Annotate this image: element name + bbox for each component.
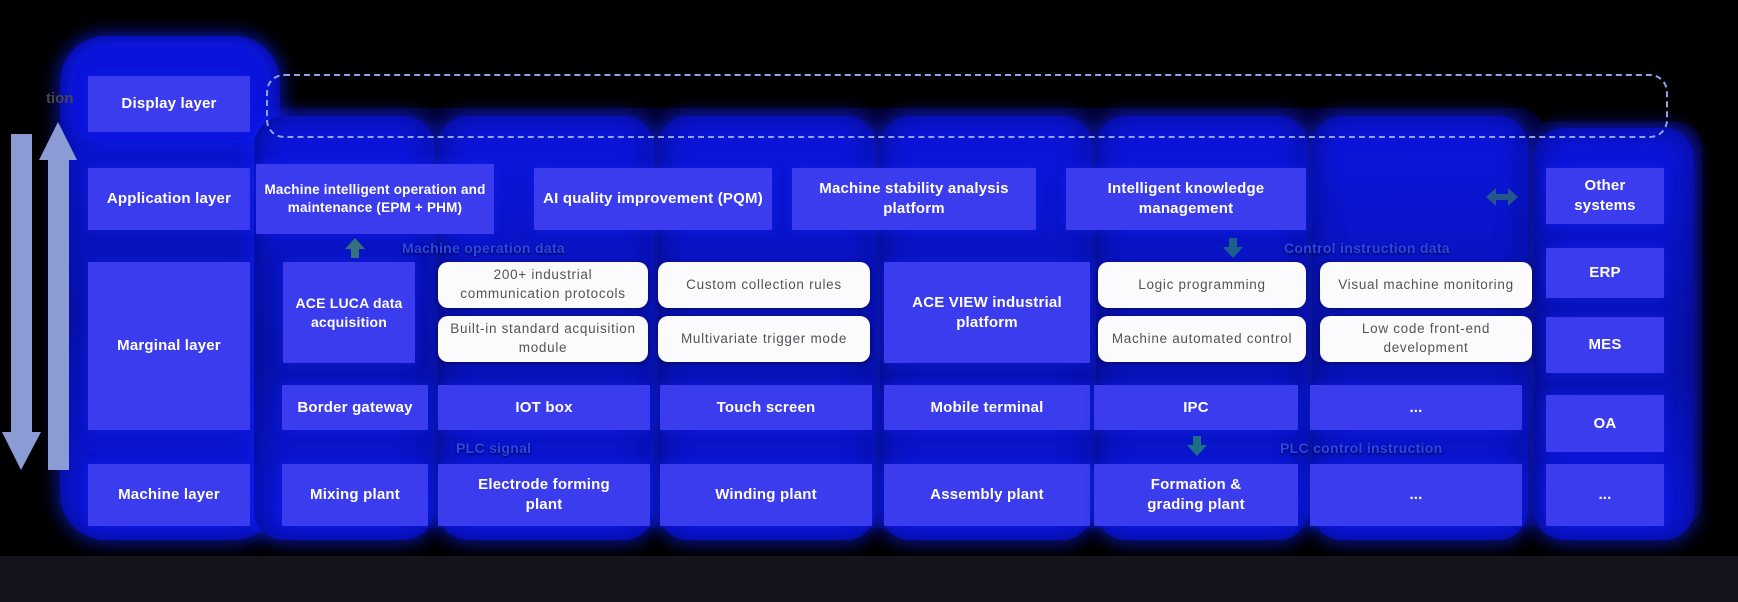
device-ellipsis: ... [1310, 385, 1522, 430]
machine-formation-grading-plant: Formation & grading plant [1094, 464, 1298, 526]
device-ipc: IPC [1094, 385, 1298, 430]
device-iot-box: IOT box [438, 385, 650, 430]
other-systems-block: Other systems [1546, 168, 1664, 224]
layer-block-display: Display layer [88, 76, 250, 132]
machine-mixing-plant: Mixing plant [282, 464, 428, 526]
display-band-dashed-box [266, 74, 1668, 138]
layer-block-application: Application layer [88, 168, 250, 230]
layer-block-machine: Machine layer [88, 464, 250, 526]
machine-winding-plant: Winding plant [660, 464, 872, 526]
ace-view-block: ACE VIEW industrial platform [884, 262, 1090, 363]
device-mobile-terminal: Mobile terminal [884, 385, 1090, 430]
ace-luca-block: ACE LUCA data acquisition [283, 262, 415, 363]
machine-assembly-plant: Assembly plant [884, 464, 1090, 526]
other-system-ellipsis: ... [1546, 464, 1664, 526]
system-erp: ERP [1546, 248, 1664, 298]
device-border-gateway: Border gateway [282, 385, 428, 430]
bottom-bar [0, 556, 1738, 602]
system-mes: MES [1546, 317, 1664, 373]
control-instruction-down-arrow-icon [1222, 238, 1244, 258]
machine-operation-data-label: Machine operation data [402, 240, 565, 256]
vertical-flow-arrows-icon [2, 114, 82, 476]
feature-low-code-development: Low code front-end development [1320, 316, 1532, 362]
plc-signal-label: PLC signal [456, 440, 532, 456]
feature-200-protocols: 200+ industrial communication protocols [438, 262, 648, 308]
plc-control-down-arrow-icon [1186, 436, 1208, 456]
partial-clipped-text: tion [46, 90, 74, 107]
system-oa: OA [1546, 395, 1664, 452]
feature-logic-programming: Logic programming [1098, 262, 1306, 308]
device-touch-screen: Touch screen [660, 385, 872, 430]
layer-block-marginal: Marginal layer [88, 262, 250, 430]
feature-machine-automated-control: Machine automated control [1098, 316, 1306, 362]
feature-builtin-acquisition-module: Built-in standard acquisition module [438, 316, 648, 362]
machine-electrode-forming-plant: Electrode forming plant [438, 464, 650, 526]
plc-control-instruction-label: PLC control instruction [1280, 440, 1443, 456]
machine-operation-up-arrow-icon [344, 238, 366, 258]
app-block-epm-phm: Machine intelligent operation and mainte… [256, 164, 494, 234]
feature-visual-machine-monitoring: Visual machine monitoring [1320, 262, 1532, 308]
control-instruction-data-label: Control instruction data [1284, 240, 1450, 256]
bidirectional-arrow-icon [1486, 186, 1518, 208]
feature-custom-collection-rules: Custom collection rules [658, 262, 870, 308]
app-block-pqm: AI quality improvement (PQM) [534, 168, 772, 230]
feature-multivariate-trigger-mode: Multivariate trigger mode [658, 316, 870, 362]
app-block-knowledge-management: Intelligent knowledge management [1066, 168, 1306, 230]
machine-ellipsis: ... [1310, 464, 1522, 526]
app-block-stability-platform: Machine stability analysis platform [792, 168, 1036, 230]
